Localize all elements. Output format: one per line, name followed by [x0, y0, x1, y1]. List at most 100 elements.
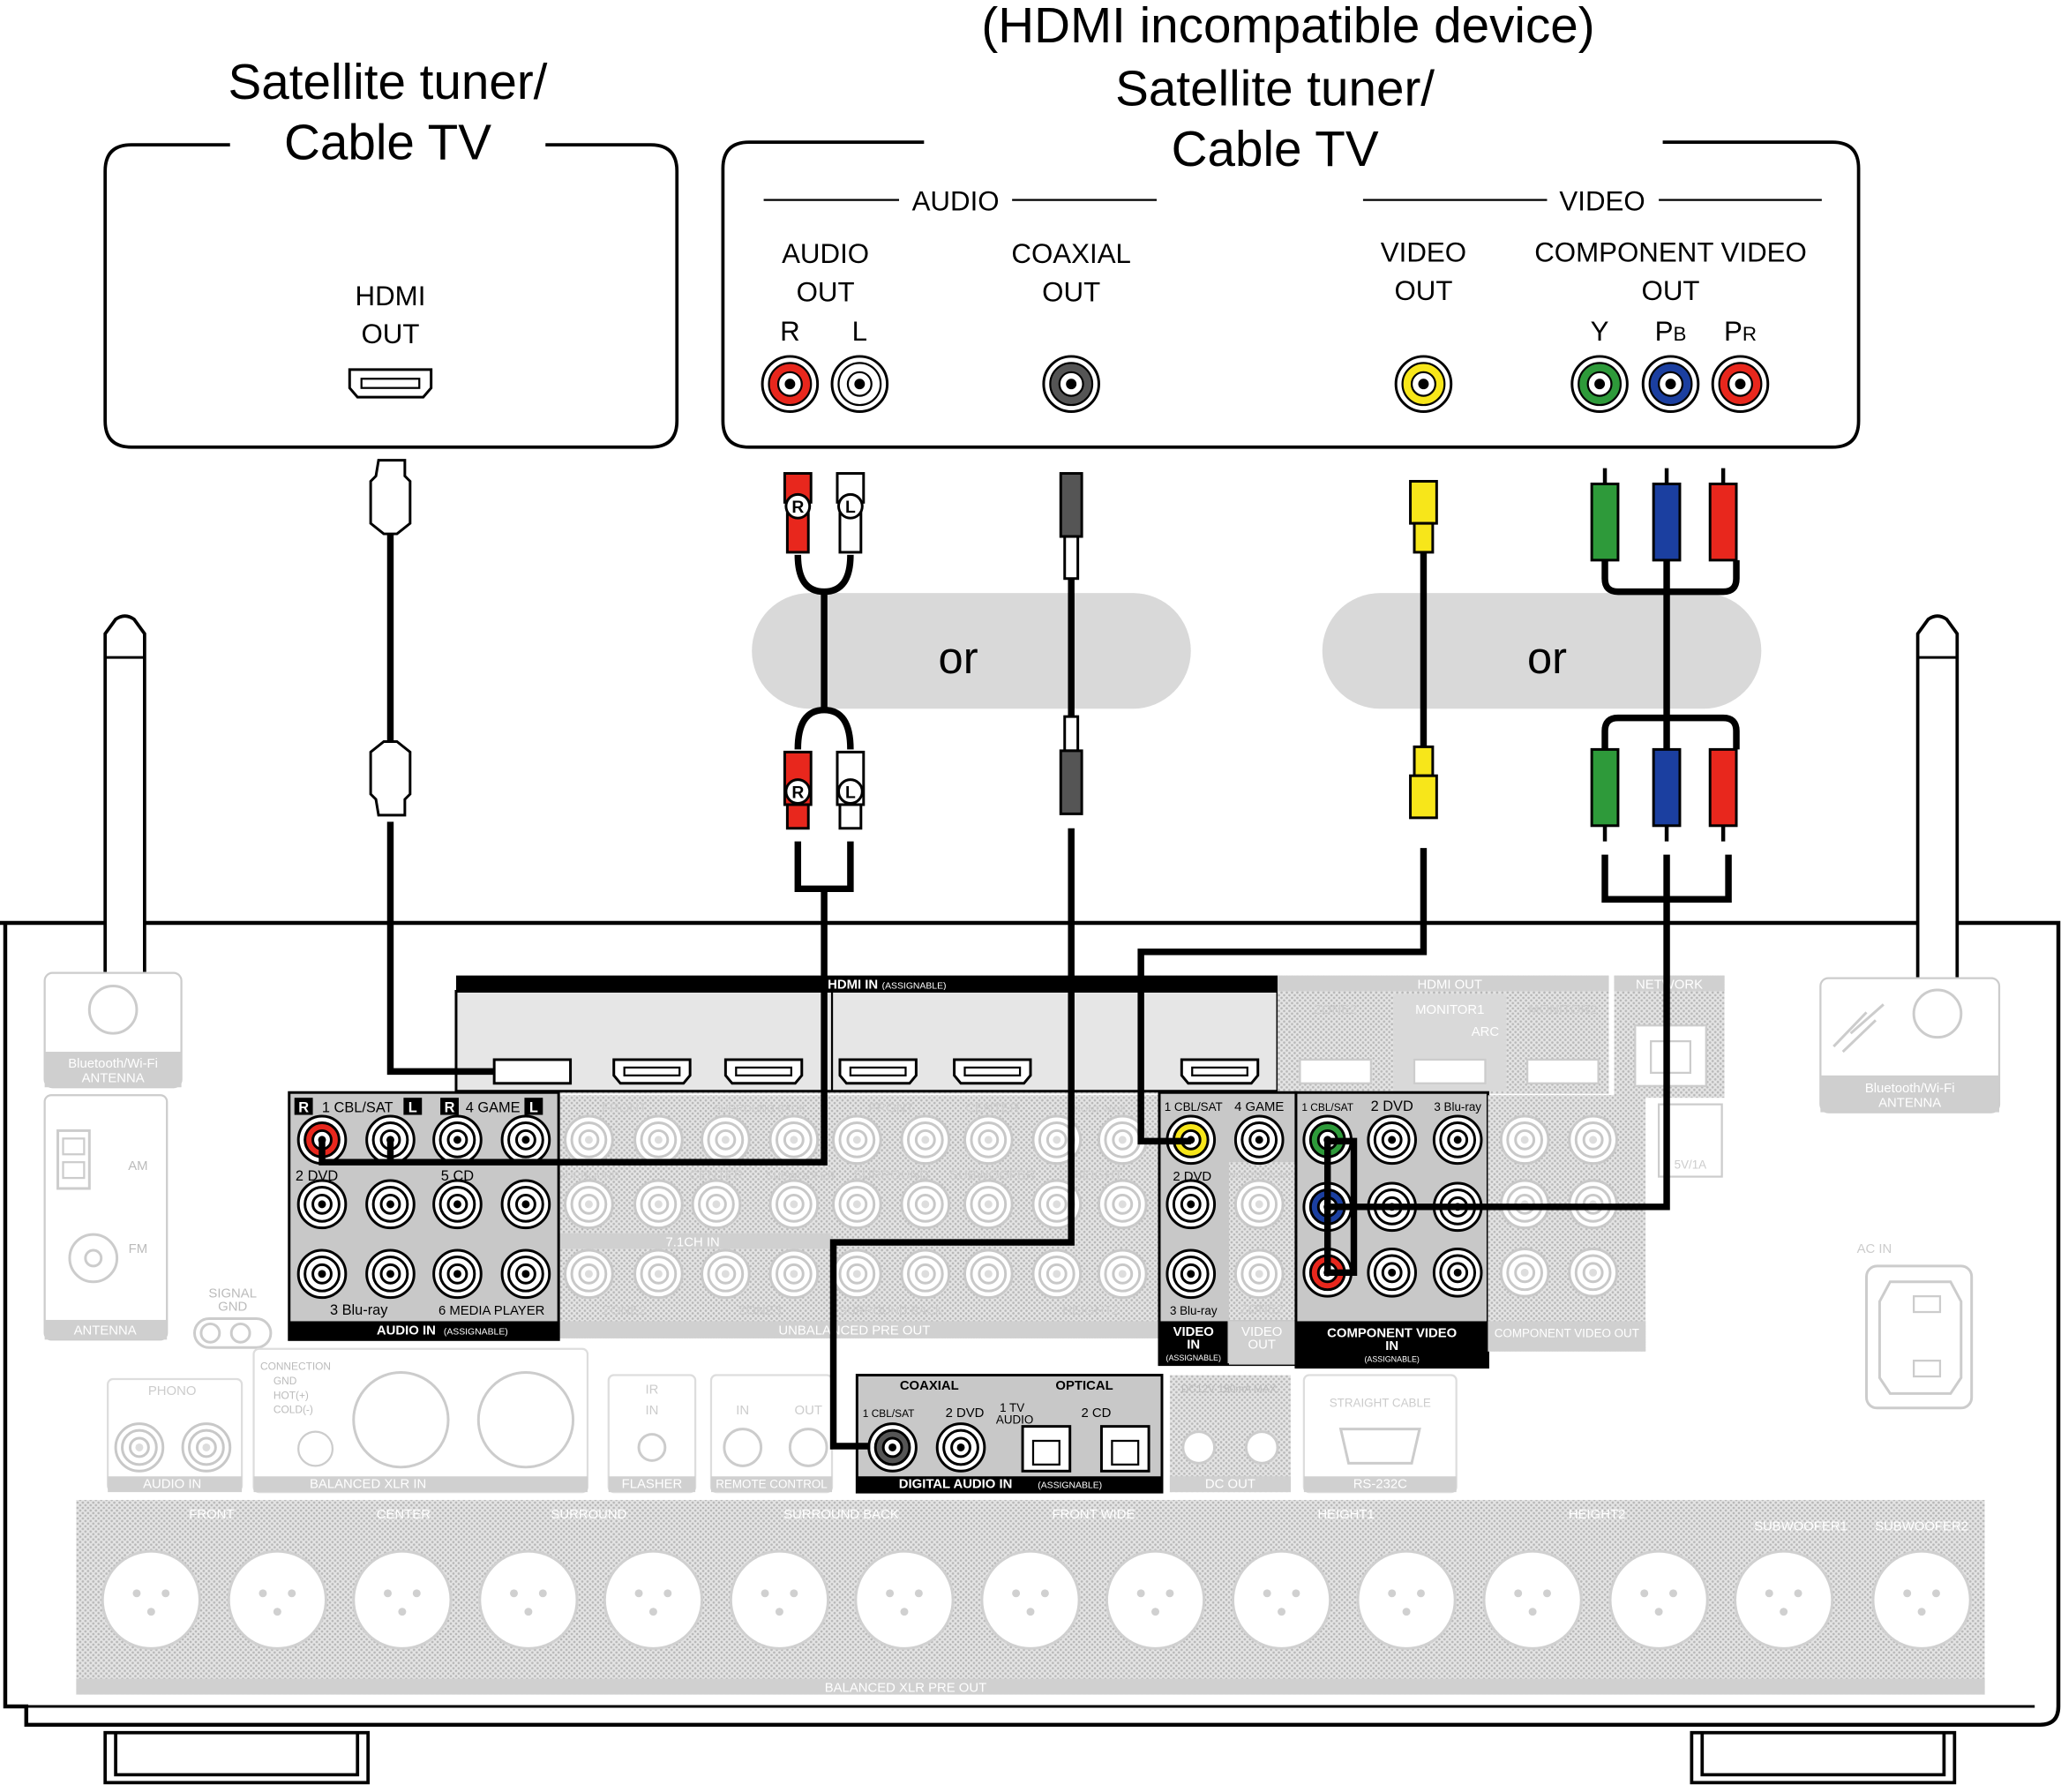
video-out-label-line1: VIDEO [1381, 237, 1466, 268]
receiver-jack-faded [1097, 1248, 1148, 1300]
analog-device-title-line2: Cable TV [1172, 121, 1379, 176]
video-monitor-zone2-label: MONITOR/ZONE2 [1229, 1171, 1294, 1180]
coaxial-out-label-line1: COAXIAL [1011, 238, 1131, 269]
xlr-socket [980, 1549, 1081, 1650]
digital-optical-label: OPTICAL [1055, 1379, 1113, 1393]
rs232c-label: RS-232C [1353, 1478, 1407, 1492]
xlr-label-surround: SURROUND [551, 1508, 626, 1522]
receiver-jack-faded [1499, 1114, 1550, 1166]
receiver-jack-faded [1233, 1248, 1285, 1300]
component-in-title-line2: IN [1385, 1339, 1398, 1353]
or-bubble-audio [752, 593, 1191, 709]
xlr-socket [1231, 1549, 1332, 1650]
coaxial-out-label-line2: OUT [1042, 276, 1100, 307]
receiver-jack-faded [832, 1248, 882, 1300]
phono-audio-in-label: AUDIO IN [143, 1478, 201, 1492]
preout-label-center-2: CENTER [689, 1169, 743, 1183]
receiver-jack-faded [1568, 1248, 1618, 1298]
or-label-audio: or [939, 633, 978, 683]
coaxial-out-jack [1042, 355, 1100, 414]
bt-antenna-panel-right: Bluetooth/Wi-Fi ANTENNA [1819, 977, 2001, 1113]
video-in-title-line1: VIDEO [1173, 1325, 1214, 1339]
digital-audio-in-assignable: (ASSIGNABLE) [1038, 1481, 1102, 1491]
receiver-foot-left [103, 1730, 371, 1785]
audio-out-label-line1: AUDIO [782, 238, 869, 269]
xlr-label-height1: HEIGHT1 [1317, 1508, 1374, 1522]
bt-antenna-panel-left: Bluetooth/Wi-Fi ANTENNA [43, 971, 183, 1089]
receiver-jack-faded [963, 1179, 1014, 1230]
receiver-jack-faded [1568, 1114, 1618, 1166]
preout-label-front-1: FRONT [602, 1102, 647, 1116]
ac-in-socket: AC IN [1857, 1242, 1974, 1410]
component-in-dvd-label: 2 DVD [1371, 1098, 1413, 1114]
bt-antenna-right-label-line1: Bluetooth/Wi-Fi [1865, 1082, 1955, 1096]
connection-cold: COLD(-) [274, 1404, 313, 1416]
receiver-jack [500, 1248, 551, 1300]
plug-r-label-bottom: R [791, 784, 804, 803]
receiver-jack [1233, 1114, 1285, 1166]
cables: R L R L [319, 459, 1740, 1450]
digital-coaxial-label: COAXIAL [900, 1379, 959, 1393]
xlr-label-center: CENTER [377, 1508, 431, 1522]
component-pr-jack [1711, 355, 1770, 414]
component-y-jack [1570, 355, 1629, 414]
audio-group-label: AUDIO [912, 186, 1000, 217]
receiver-jack [432, 1179, 483, 1230]
preout-label-center-1: CENTER [965, 1102, 1019, 1116]
ch71-in-label: 7.1CH IN [666, 1236, 720, 1250]
receiver-jack [1165, 1179, 1217, 1230]
receiver-jack [1367, 1248, 1417, 1298]
receiver-jack-faded [768, 1114, 820, 1166]
hdmi-cable [369, 459, 573, 1085]
receiver-jack-faded [701, 1114, 751, 1166]
receiver-jack [935, 1422, 986, 1473]
analog-device-note: (HDMI incompatible device) [981, 0, 1594, 53]
audio-in-bluray-label: 3 Blu-ray [330, 1302, 388, 1318]
receiver-jack-faded [1097, 1179, 1148, 1230]
audio-in-l-tag-2: L [529, 1100, 538, 1116]
hdmi-out-label-line2: OUT [361, 319, 419, 349]
plug-l-label-top: L [845, 498, 856, 517]
component-out-title: COMPONENT VIDEO OUT [1495, 1326, 1639, 1339]
preout-label-zone3: ZONE3 [738, 1304, 782, 1318]
audio-out-r-jack [761, 355, 820, 414]
receiver-jack [296, 1248, 348, 1300]
digital-audio-in-title: DIGITAL AUDIO IN [899, 1478, 1013, 1492]
remote-control-label: REMOTE CONTROL [716, 1478, 827, 1491]
preout-label-surround-back-2: SURROUND BACK [839, 1304, 943, 1317]
video-in-cbl-sat-label: 1 CBL/SAT [1165, 1100, 1223, 1113]
component-in-bluray-label: 3 Blu-ray [1434, 1100, 1481, 1113]
hdmi-device-title-line1: Satellite tuner/ [229, 54, 548, 109]
component-in-assignable: (ASSIGNABLE) [1364, 1355, 1419, 1364]
preout-label-surround-back-1: SURROUND BACK [714, 1103, 806, 1115]
receiver-jack-faded [1097, 1114, 1148, 1166]
hdmi-out-zone2-label: ZONE2 [1314, 1003, 1358, 1017]
receiver-jack [365, 1114, 416, 1166]
video-in-title-line2: IN [1187, 1338, 1200, 1353]
video-zone2-label: ZONE2 [1240, 1303, 1284, 1317]
component-out-label-line1: COMPONENT VIDEO [1534, 237, 1807, 268]
receiver-jack [867, 1422, 918, 1473]
digital-tv-label-line2: AUDIO [996, 1413, 1033, 1427]
digital-cbl-sat-label: 1 CBL/SAT [863, 1407, 915, 1420]
xlr-label-height2: HEIGHT2 [1569, 1508, 1625, 1522]
flasher-panel: IR IN FLASHER [607, 1374, 697, 1494]
video-in-bluray-label: 3 Blu-ray [1170, 1304, 1218, 1317]
xlr-label-subwoofer2: SUBWOOFER2 [1875, 1519, 1968, 1533]
analog-device-box [721, 140, 1861, 449]
audio-in-l-tag-1: L [408, 1100, 417, 1116]
preout-label-subwoofer-2: SUBWOOFER [949, 1169, 1036, 1183]
hdmi-out-monitor2-label: MONITOR2 [1528, 1003, 1597, 1017]
hdmi-in-port [838, 1058, 918, 1085]
xlr-socket [227, 1549, 327, 1650]
component-pr-label: PR [1724, 316, 1757, 347]
audio-out-r-label: R [780, 316, 800, 347]
receiver-jack-faded [963, 1248, 1014, 1300]
hdmi-out-label-line1: HDMI [356, 281, 426, 311]
xlr-socket [101, 1549, 201, 1650]
xlr-socket [478, 1549, 579, 1650]
component-in-cbl-sat-label: 1 CBL/SAT [1301, 1101, 1353, 1113]
bt-antenna-left-label-line1: Bluetooth/Wi-Fi [68, 1057, 158, 1071]
video-in-assignable: (ASSIGNABLE) [1165, 1353, 1220, 1362]
receiver-jack [365, 1179, 416, 1230]
